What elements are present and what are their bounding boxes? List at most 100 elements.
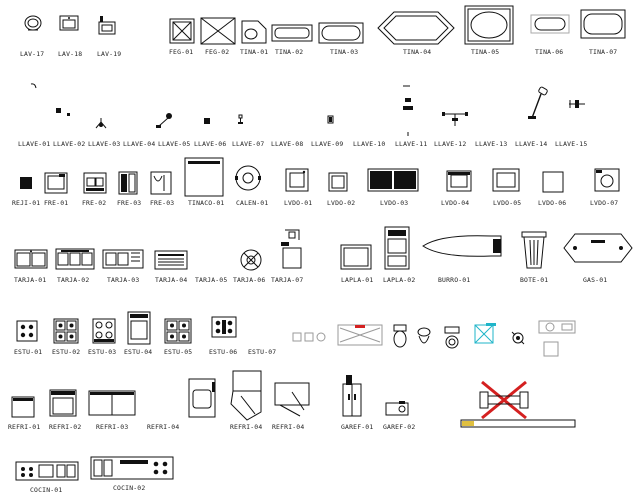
garef-02-symbol xyxy=(385,401,409,416)
lapla-01-symbol xyxy=(340,244,372,270)
tarja-03-symbol xyxy=(102,249,144,269)
grey-double-sink-symbol xyxy=(337,324,383,346)
tarja-04-symbol xyxy=(154,250,188,270)
llave-14-symbol xyxy=(528,86,548,119)
estu-02-label: ESTU-02 xyxy=(52,348,81,356)
tina-01-symbol xyxy=(241,20,267,44)
lvdo-02-symbol xyxy=(328,172,348,192)
llave-05-symbol xyxy=(156,113,172,128)
lav-19-label: LAV-19 xyxy=(97,50,122,58)
llave-10-symbol xyxy=(403,85,413,136)
refri-02-label: REFRI-02 xyxy=(49,423,82,431)
tina-07-label: TINA-07 xyxy=(589,48,618,56)
refri-04b-symbol xyxy=(230,370,262,421)
tina-06-label: TINA-06 xyxy=(535,48,564,56)
llave-07-symbol xyxy=(238,114,243,124)
refri-01-symbol xyxy=(11,396,35,418)
gas-01-symbol xyxy=(563,233,633,263)
tina-01-label: TINA-01 xyxy=(240,48,269,56)
feg-01-symbol xyxy=(169,18,195,44)
lvdo-04-label: LVDO-04 xyxy=(441,199,470,207)
tinaco-01-symbol xyxy=(184,157,224,197)
fre-02-symbol xyxy=(83,172,107,194)
drain-symbol xyxy=(511,331,525,345)
lvdo-05-label: LVDO-05 xyxy=(493,199,522,207)
estu-05-symbol xyxy=(164,318,192,344)
red-detail-symbol xyxy=(460,380,576,428)
grey-appliance-symbol xyxy=(538,320,576,357)
feg-02-symbol xyxy=(200,17,236,45)
llave-04-label: LLAVE-04 xyxy=(123,140,156,148)
tina-06-symbol xyxy=(530,14,570,34)
tina-05-symbol xyxy=(464,5,514,45)
llave-03-symbol xyxy=(67,113,70,116)
feg-01-label: FEG-01 xyxy=(169,48,194,56)
cocin-01-label: COCIN-01 xyxy=(30,486,63,494)
grey-sink-symbol xyxy=(292,332,326,342)
burro-01-label: BURRO-01 xyxy=(438,276,471,284)
refri-04a-symbol xyxy=(188,378,216,418)
lapla-01-label: LAPLA-01 xyxy=(341,276,374,284)
tina-04-symbol xyxy=(377,11,455,45)
llave-07-label: LLAVE-07 xyxy=(232,140,265,148)
estu-01-symbol xyxy=(16,320,38,342)
refri-04b-label: REFRI-04 xyxy=(230,423,263,431)
llave-04-symbol xyxy=(95,118,107,129)
llave-03-label: LLAVE-03 xyxy=(88,140,121,148)
tarja-01-symbol xyxy=(14,249,48,269)
reji-01-label: REJI-01 xyxy=(12,199,41,207)
tina-03-symbol xyxy=(318,22,364,44)
estu-03-symbol xyxy=(92,318,116,344)
tarja-06-label: TARJA-06 xyxy=(233,276,266,284)
cocin-02-symbol xyxy=(90,456,174,480)
tina-05-label: TINA-05 xyxy=(471,48,500,56)
reji-01-symbol xyxy=(20,177,32,189)
lav-18-symbol xyxy=(59,15,79,31)
llave-12-symbol xyxy=(442,112,468,126)
refri-01-label: REFRI-01 xyxy=(8,423,41,431)
lvdo-05-symbol xyxy=(492,168,520,192)
llave-01-symbol xyxy=(30,83,37,89)
fre-01-label: FRE-01 xyxy=(44,199,69,207)
cocin-01-symbol xyxy=(15,461,79,481)
toilet-a-symbol xyxy=(393,324,407,348)
tarja-04-label: TARJA-04 xyxy=(155,276,188,284)
tarja-07-label: TARJA-07 xyxy=(271,276,304,284)
bote-01-symbol xyxy=(521,231,547,269)
tarja-01-label: TARJA-01 xyxy=(14,276,47,284)
llave-06-label: LLAVE-06 xyxy=(194,140,227,148)
lav-19-symbol xyxy=(98,16,116,35)
lvdo-07-symbol xyxy=(594,168,620,192)
lav-18-label: LAV-18 xyxy=(58,50,83,58)
tinaco-01-label: TINACO-01 xyxy=(188,199,225,207)
llave-09-symbol xyxy=(327,115,334,124)
cyan-shower-symbol xyxy=(474,323,496,344)
fre-02-label: FRE-02 xyxy=(82,199,107,207)
llave-08-label: LLAVE-08 xyxy=(271,140,304,148)
tarja-06-symbol xyxy=(240,249,262,271)
tarja-02-symbol xyxy=(55,248,95,270)
llave-15-symbol xyxy=(569,100,585,108)
llave-12-label: LLAVE-12 xyxy=(434,140,467,148)
tina-03-label: TINA-03 xyxy=(330,48,359,56)
lvdo-06-symbol xyxy=(542,171,564,193)
tina-02-symbol xyxy=(271,24,313,42)
llave-10-label: LLAVE-10 xyxy=(353,140,386,148)
lvdo-06-label: LVDO-06 xyxy=(538,199,567,207)
estu-05-label: ESTU-05 xyxy=(164,348,193,356)
lav-17-label: LAV-17 xyxy=(20,50,45,58)
estu-01-label: ESTU-01 xyxy=(14,348,43,356)
llave-09-label: LLAVE-09 xyxy=(311,140,344,148)
refri-03-symbol xyxy=(88,390,136,416)
refri-04c-symbol xyxy=(274,382,310,417)
refri-02-symbol xyxy=(49,389,77,417)
lav-17-symbol xyxy=(24,15,42,31)
llave-13-label: LLAVE-13 xyxy=(475,140,508,148)
estu-06-label: ESTU-06 xyxy=(209,348,238,356)
lvdo-01-symbol xyxy=(285,168,309,192)
lvdo-04-symbol xyxy=(446,170,472,192)
garef-02-label: GAREF-02 xyxy=(383,423,416,431)
garef-01-symbol xyxy=(342,375,362,417)
cocin-02-label: COCIN-02 xyxy=(113,484,146,492)
refri-04a-label: REFRI-04 xyxy=(147,423,180,431)
